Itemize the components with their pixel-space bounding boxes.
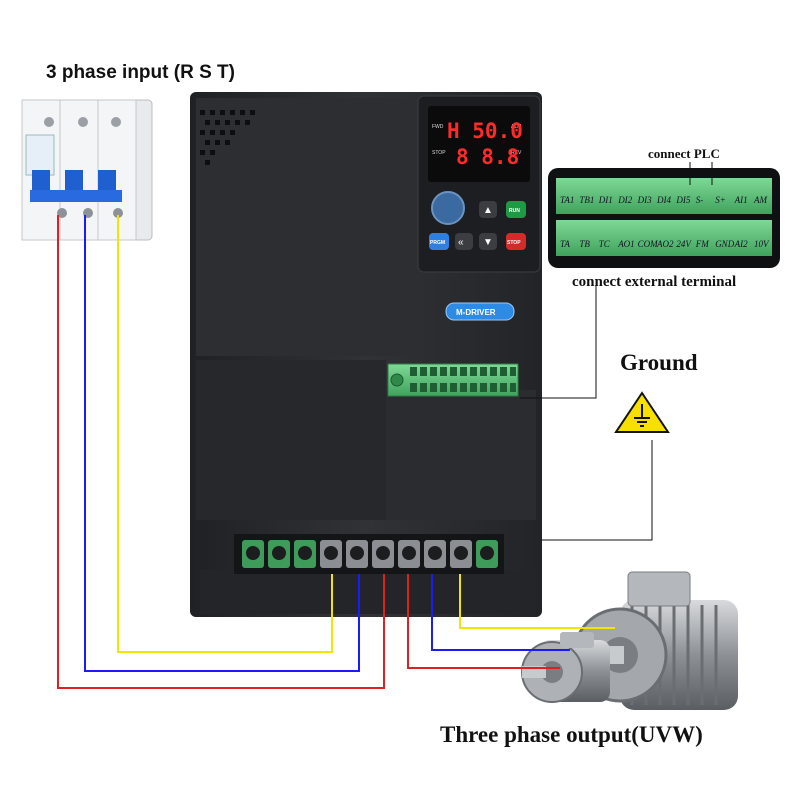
terminal-closeup: TA1 TB1 DI1 DI2 DI3 DI4 DI5 S- S+ AI1 AM TA TB TC AO1…: [548, 168, 780, 268]
jog-dial[interactable]: [431, 191, 465, 225]
vent-grille: [200, 110, 255, 165]
ground-label: Ground: [620, 350, 698, 375]
power-terminal-strip: [234, 534, 504, 574]
terminal-label: TA: [560, 239, 570, 249]
terminal-label: GND: [715, 239, 735, 249]
terminal-label: S-: [696, 195, 704, 205]
run-button[interactable]: [506, 201, 526, 218]
terminal-label: AO1: [617, 239, 635, 249]
terminal-label: TC: [599, 239, 611, 249]
terminal-label: AO2: [656, 239, 674, 249]
power-terminal-screws: [242, 540, 498, 568]
output-title: Three phase output(UVW): [440, 722, 703, 747]
keypad-panel: FWD ALM STOP REV H 50.0 8 8.8 ▲ RUN PRGM…: [417, 95, 541, 273]
motor-icon: [521, 571, 738, 710]
down-arrow-button[interactable]: [479, 233, 497, 250]
run-button-label: RUN: [509, 208, 520, 214]
led-alm-label: ALM: [511, 124, 521, 130]
terminal-label: 10V: [754, 239, 770, 249]
led-rev-label: REV: [511, 150, 522, 156]
terminal-label: DI4: [656, 195, 671, 205]
terminal-label: AM: [753, 195, 767, 205]
prgm-button[interactable]: [429, 233, 449, 250]
control-terminal-block: [387, 363, 519, 397]
terminal-label: AI2: [734, 239, 748, 249]
stop-button[interactable]: [506, 233, 526, 250]
terminal-label: FM: [695, 239, 709, 249]
terminal-top-row: TA1 TB1 DI1 DI2 DI3 DI4 DI5 S- S+ AI1 AM: [560, 195, 767, 205]
output-wiring: [407, 574, 615, 669]
led-stop-label: STOP: [432, 150, 446, 156]
input-title: 3 phase input (R S T): [46, 62, 235, 83]
shift-button[interactable]: [455, 233, 473, 250]
leader-lines: [520, 162, 713, 541]
terminal-label: TB: [579, 239, 590, 249]
prgm-button-label: PRGM: [430, 240, 445, 246]
input-wiring: [57, 215, 385, 689]
terminal-label: TA1: [560, 195, 574, 205]
stop-button-label: STOP: [507, 240, 521, 246]
breaker-icon: [21, 99, 153, 241]
display-top-readout: H 50.0: [447, 119, 523, 143]
terminal-label: DI3: [637, 195, 652, 205]
led-fwd-label: FWD: [432, 124, 444, 130]
chevron-up-icon: ▲: [483, 205, 493, 216]
terminal-label: S+: [715, 195, 726, 205]
connect-plc-label: connect PLC: [648, 146, 720, 161]
terminal-label: TB1: [579, 195, 594, 205]
brand-badge: M-DRIVER: [445, 302, 515, 321]
terminal-label: DI2: [617, 195, 632, 205]
chevron-down-icon: ▼: [483, 237, 493, 248]
terminal-label: 24V: [676, 239, 692, 249]
display-bottom-readout: 8 8.8: [456, 145, 519, 169]
up-arrow-button[interactable]: [479, 201, 497, 218]
double-chevron-left-icon: «: [458, 237, 464, 248]
connect-external-label: connect external terminal: [572, 274, 737, 290]
terminal-label: AI1: [734, 195, 748, 205]
terminal-label: COM: [638, 239, 659, 249]
terminal-label: DI5: [675, 195, 690, 205]
brand-label: M-DRIVER: [456, 308, 496, 317]
terminal-label: DI1: [598, 195, 613, 205]
ground-warning-icon: [614, 391, 670, 433]
